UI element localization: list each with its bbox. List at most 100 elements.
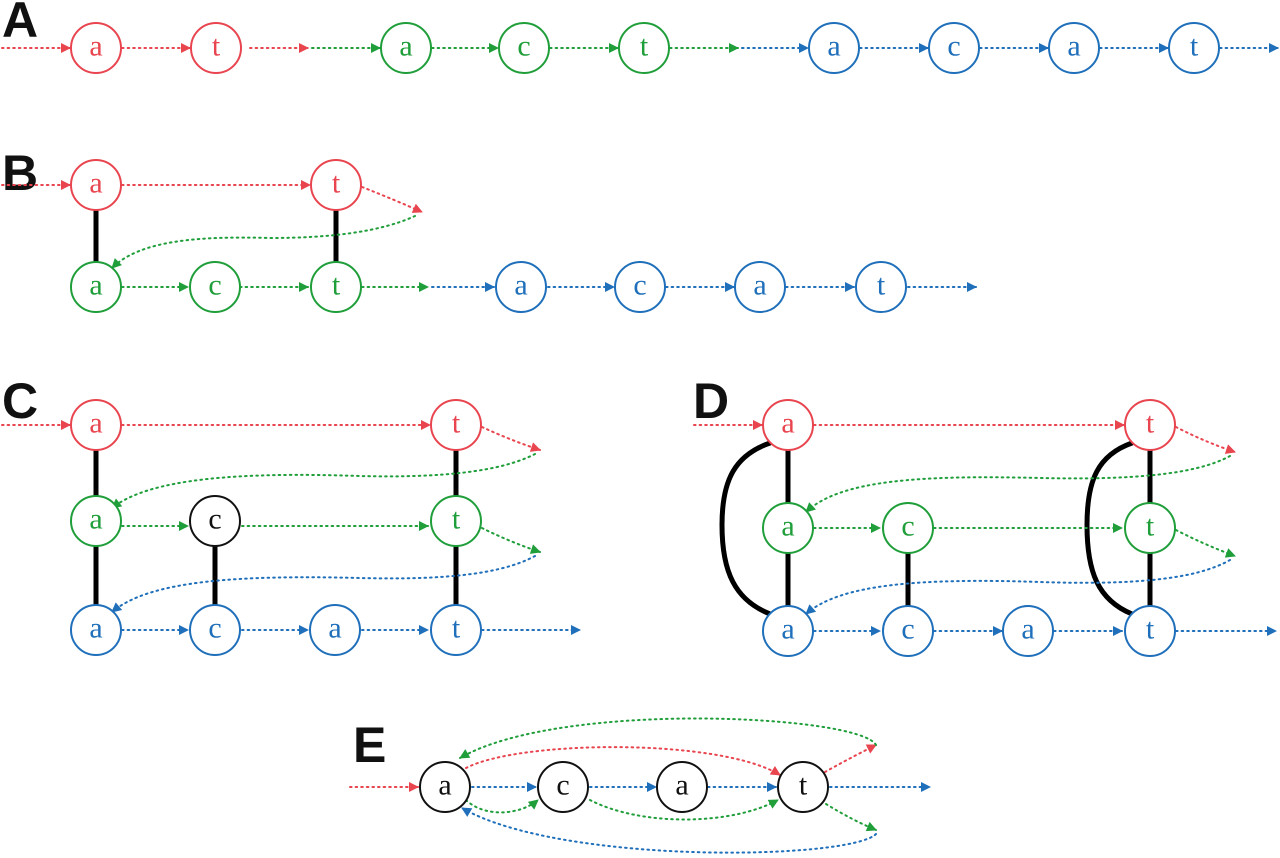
node-a8: a [1048, 22, 1100, 74]
node-c1: a [70, 399, 122, 451]
node-circle [882, 502, 934, 554]
node-letter: t [1190, 30, 1199, 63]
node-circle [1002, 605, 1054, 657]
node-letter: t [1146, 613, 1155, 646]
node-a9: t [1168, 22, 1220, 74]
node-b7: c [614, 261, 666, 313]
node-circle [189, 495, 241, 547]
node-c2: t [430, 399, 482, 451]
node-circle [189, 604, 241, 656]
node-letter: t [1146, 510, 1155, 543]
node-b9: t [855, 261, 907, 313]
node-e1: a [419, 761, 471, 813]
node-letter: a [89, 269, 102, 302]
node-b4: c [189, 261, 241, 313]
node-circle [855, 261, 907, 313]
node-letter: a [399, 30, 412, 63]
node-b1: a [70, 159, 122, 211]
node-letter: a [1067, 30, 1080, 63]
node-d9: t [1124, 605, 1176, 657]
node-c8: a [309, 604, 361, 656]
node-circle [1124, 502, 1176, 554]
node-letter: t [640, 30, 649, 63]
node-circle [419, 761, 471, 813]
node-letter: a [89, 407, 102, 440]
node-letter: t [332, 167, 341, 200]
node-circle [430, 604, 482, 656]
node-circle [189, 261, 241, 313]
node-b5: t [310, 261, 362, 313]
node-c6: a [70, 604, 122, 656]
node-letter: a [438, 769, 451, 802]
node-letter: c [517, 30, 530, 63]
node-circle [762, 605, 814, 657]
node-a4: c [498, 22, 550, 74]
node-letter: a [675, 769, 688, 802]
node-circle [310, 159, 362, 211]
node-circle [430, 399, 482, 451]
node-b2: t [310, 159, 362, 211]
node-letter: t [452, 503, 461, 536]
node-c4: c [189, 495, 241, 547]
node-letter: c [208, 503, 221, 536]
node-circle [70, 604, 122, 656]
node-letter: a [89, 503, 102, 536]
node-letter: a [781, 407, 794, 440]
node-letter: t [799, 769, 808, 802]
node-circle [430, 495, 482, 547]
node-circle [618, 22, 670, 74]
node-circle [777, 761, 829, 813]
node-circle [495, 261, 547, 313]
node-letter: a [753, 269, 766, 302]
node-circle [614, 261, 666, 313]
node-circle [309, 604, 361, 656]
node-letter: c [947, 30, 960, 63]
node-d8: a [1002, 605, 1054, 657]
node-circle [1124, 399, 1176, 451]
panel-label-c: C [2, 373, 38, 429]
node-c3: a [70, 495, 122, 547]
node-c5: t [430, 495, 482, 547]
node-letter: t [1146, 407, 1155, 440]
node-circle [70, 22, 122, 74]
node-letter: a [89, 30, 102, 63]
node-e3: a [656, 761, 708, 813]
node-circle [70, 495, 122, 547]
panel-c-edges [1, 420, 581, 635]
node-a1: a [70, 22, 122, 74]
panel-label-e: E [353, 717, 386, 773]
node-letter: c [901, 510, 914, 543]
node-circle [70, 261, 122, 313]
node-circle [808, 22, 860, 74]
node-d6: a [762, 605, 814, 657]
node-d2: t [1124, 399, 1176, 451]
node-circle [762, 502, 814, 554]
node-letter: a [514, 269, 527, 302]
node-letter: t [452, 407, 461, 440]
node-circle [190, 22, 242, 74]
node-circle [70, 399, 122, 451]
node-a3: a [380, 22, 432, 74]
node-circle [928, 22, 980, 74]
node-letter: c [633, 269, 646, 302]
node-circle [656, 761, 708, 813]
node-letter: a [781, 613, 794, 646]
node-e4: t [777, 761, 829, 813]
node-c9: t [430, 604, 482, 656]
node-letter: a [89, 612, 102, 645]
panel-d-edges [693, 420, 1277, 636]
node-circle [1048, 22, 1100, 74]
node-letter: c [556, 769, 569, 802]
node-circle [762, 399, 814, 451]
node-d1: a [762, 399, 814, 451]
panel-label-b: B [2, 145, 38, 201]
node-d4: c [882, 502, 934, 554]
node-a2: t [190, 22, 242, 74]
node-a5: t [618, 22, 670, 74]
node-circle [498, 22, 550, 74]
panel-label-a: A [2, 0, 38, 48]
node-e2: c [537, 761, 589, 813]
long-range-bond-left [719, 440, 773, 617]
node-letter: c [901, 613, 914, 646]
node-b8: a [734, 261, 786, 313]
